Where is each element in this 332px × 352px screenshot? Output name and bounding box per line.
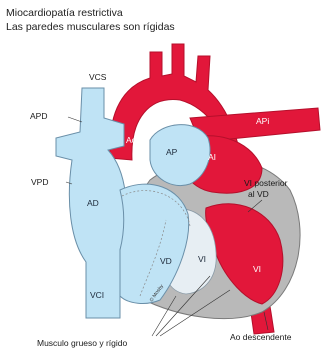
label-musculo: Musculo grueso y rígido [37, 338, 128, 348]
label-vi-center: VI [198, 254, 206, 264]
label-ai: AI [208, 152, 216, 162]
label-vi-posterior-1: VI posterior [244, 178, 288, 188]
label-apd: APD [30, 111, 47, 121]
label-api: APi [256, 116, 269, 126]
label-vpd: VPD [31, 177, 48, 187]
label-ap: AP [166, 147, 178, 157]
label-vcs: VCS [89, 72, 107, 82]
label-vi-posterior-2: al VD [248, 189, 269, 199]
label-vi-right: VI [253, 264, 261, 274]
label-ao: Ao [126, 135, 137, 145]
label-vd: VD [160, 256, 172, 266]
label-ad: AD [87, 198, 99, 208]
label-ao-descendente: Ao descendente [230, 332, 292, 342]
label-vci: VCI [90, 290, 104, 300]
